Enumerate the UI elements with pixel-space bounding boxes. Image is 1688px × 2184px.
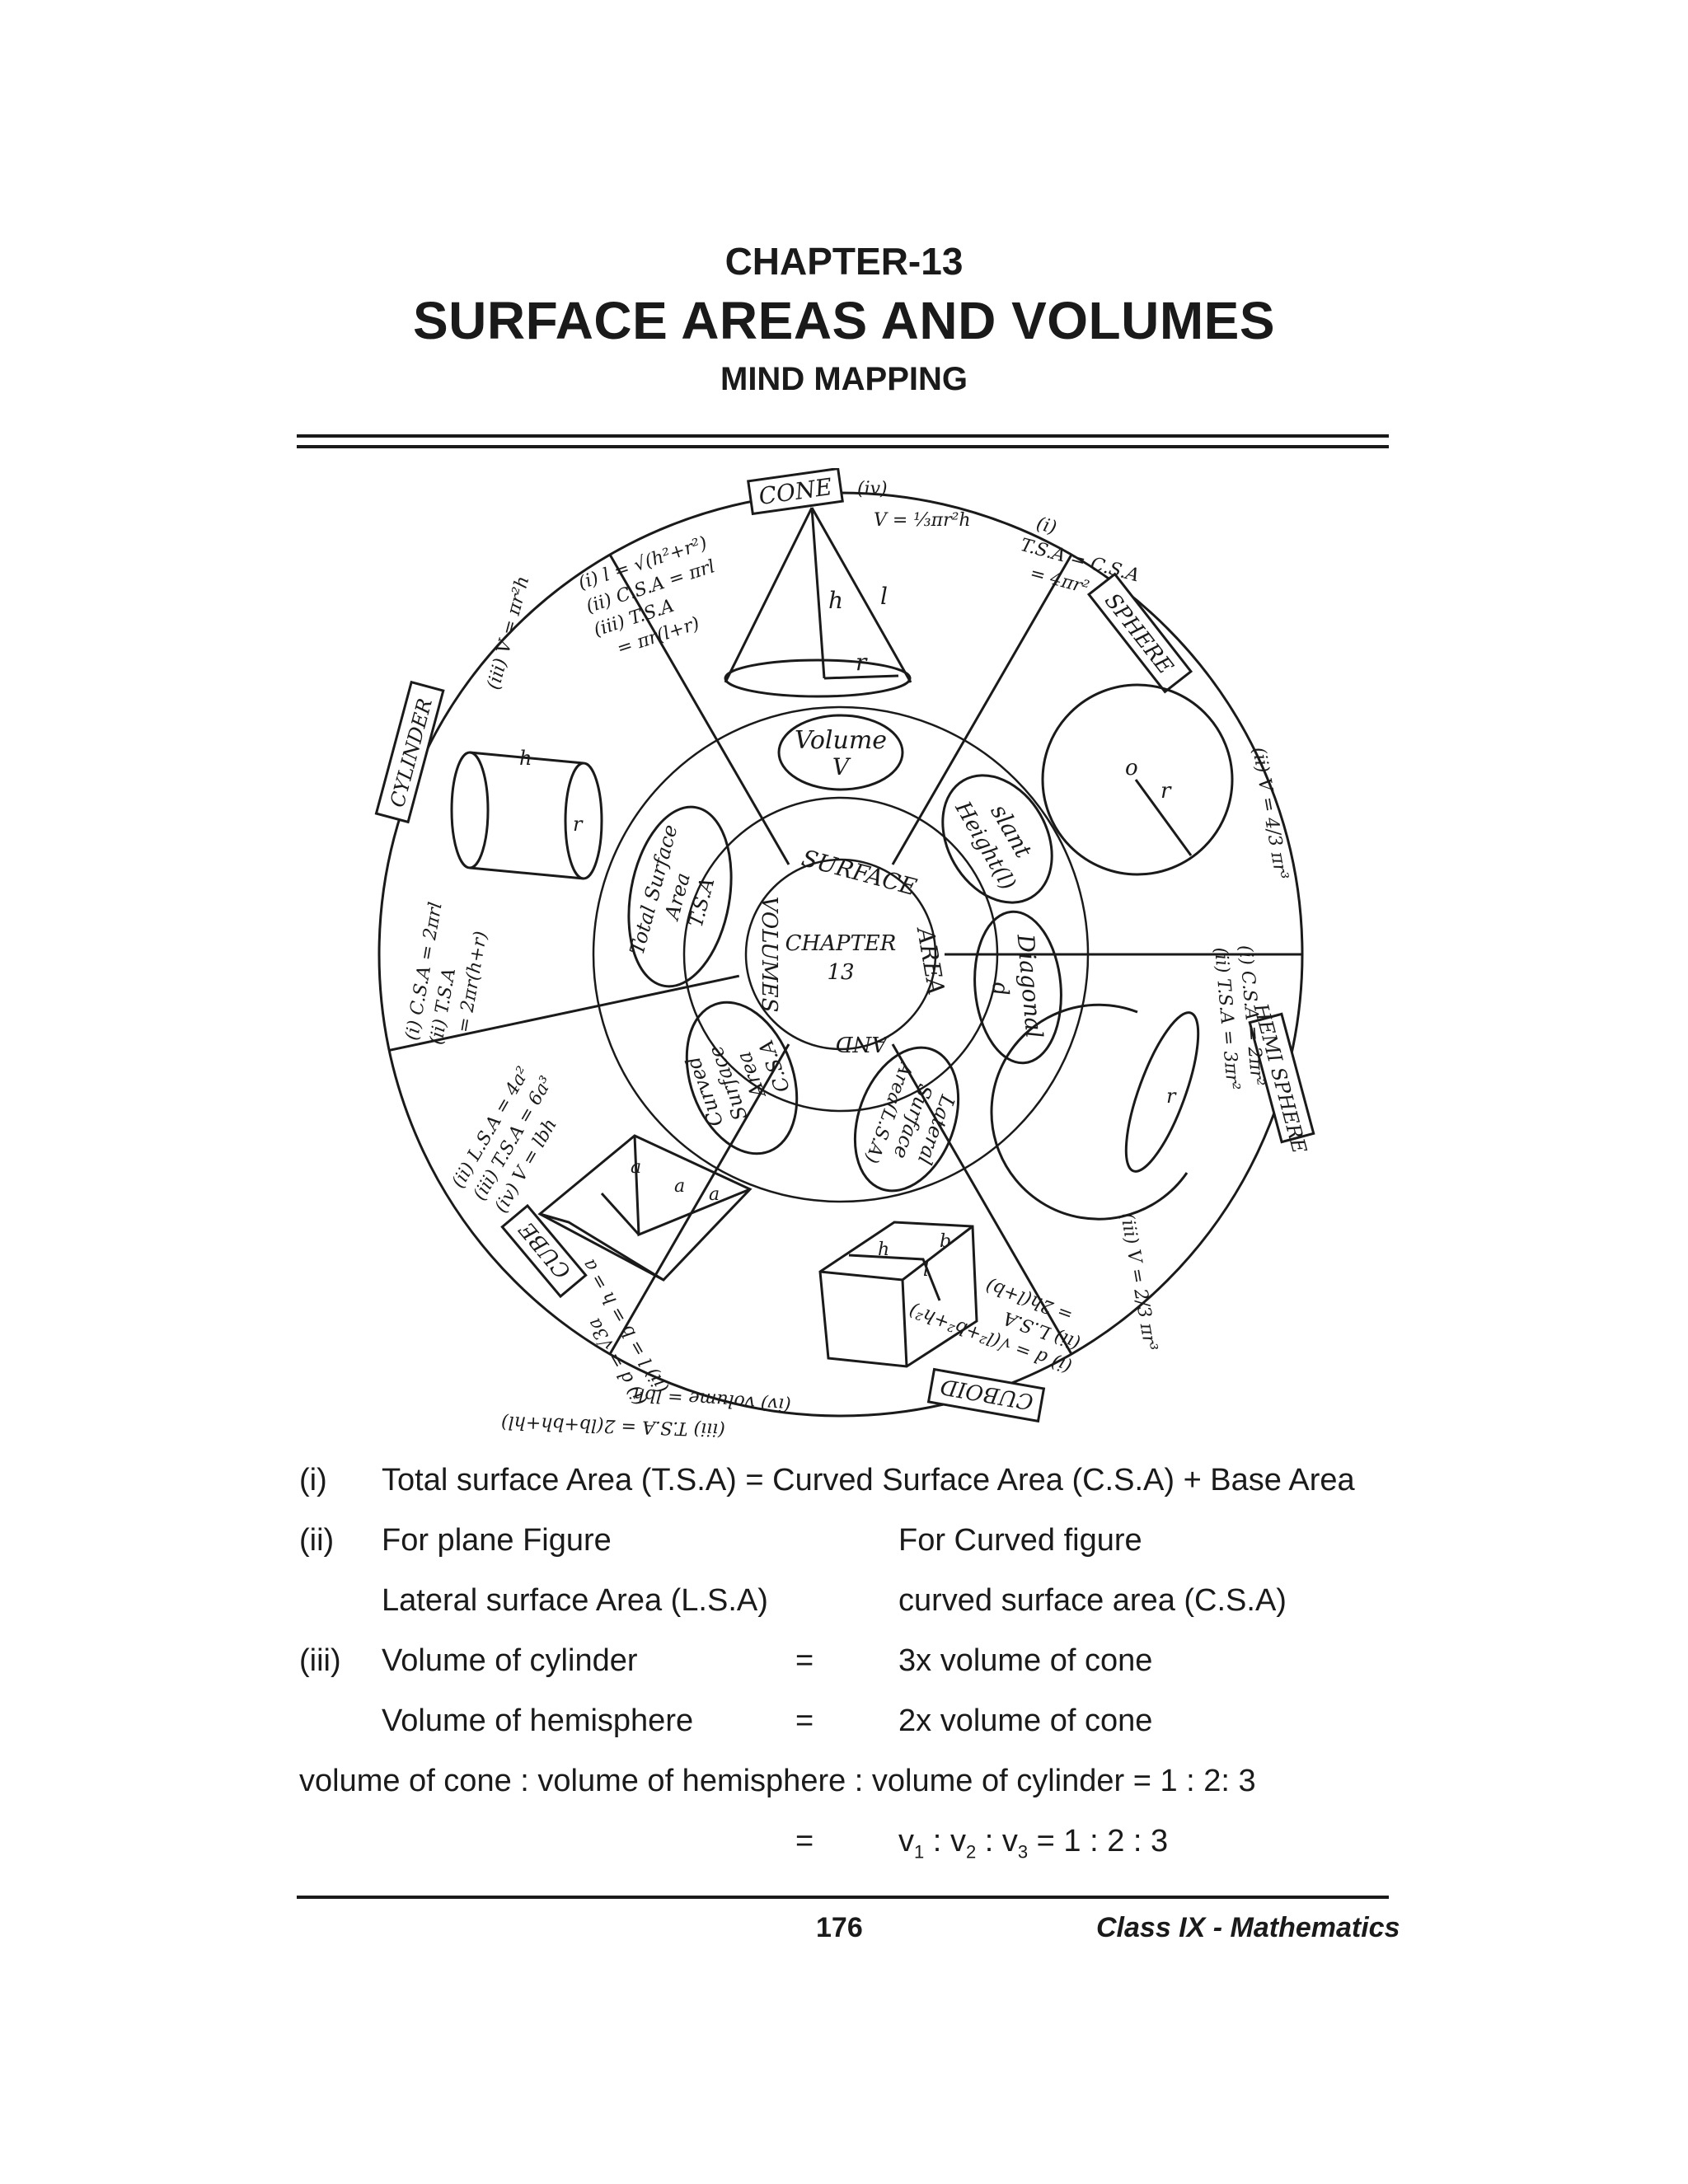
cube-label-box — [500, 1203, 588, 1299]
cuboid-mark-l: l — [923, 1260, 929, 1281]
ring-word-area: AREA — [911, 923, 950, 996]
sphere-formula-1: (i) — [1034, 513, 1059, 538]
cuboid-tsa: (iii) T.S.A = 2(lb+bh+hl) — [501, 1412, 726, 1440]
cuboid-label-box — [926, 1367, 1046, 1423]
header-rule-bottom — [297, 445, 1389, 448]
cuboid-mark-h: h — [878, 1240, 889, 1260]
cone-volume-num: (iv) — [857, 479, 888, 499]
cylinder-sector: CYLINDER h r (iii) V = πr²h (i) C.S.A = … — [374, 574, 603, 1047]
sphere-label-box — [1086, 572, 1193, 694]
note-iii-hemisphere: Volume of hemisphere — [382, 1704, 694, 1738]
note-i-text: Total surface Area (T.S.A) = Curved Surf… — [382, 1463, 1355, 1497]
center-word-13: 13 — [827, 960, 854, 985]
cube-drawing — [537, 1134, 753, 1282]
diagonal-blob — [973, 910, 1062, 1065]
page-subtitle: MIND MAPPING — [720, 361, 968, 397]
note-ii-number: (ii) — [299, 1523, 335, 1558]
hemisphere-drawing — [990, 1003, 1200, 1221]
sphere-sector: SPHERE (i) T.S.A = C.S.A = 4πr² o r (ii)… — [1018, 513, 1292, 882]
note-iii-cone-2x: 2x volume of cone — [898, 1704, 1153, 1738]
page-number: 176 — [816, 1912, 863, 1943]
footer-rule — [297, 1896, 1389, 1899]
volume-symbol: V — [832, 753, 851, 780]
note-ii-lsa: Lateral surface Area (L.S.A) — [382, 1583, 768, 1618]
sector-dividers — [388, 554, 1302, 1355]
volume-blob — [777, 714, 904, 791]
lateral-blob — [853, 1046, 960, 1193]
center-word-chapter: CHAPTER — [785, 931, 897, 956]
note-ii-csa: curved surface area (C.S.A) — [898, 1583, 1287, 1618]
page-title: SURFACE AREAS AND VOLUMES — [412, 291, 1276, 350]
note-iii-equals-2: = — [795, 1704, 814, 1738]
ring-word-surface: SURFACE — [799, 844, 920, 901]
sphere-volume: (ii) V = 4/3 πr³ — [1248, 746, 1292, 882]
hemisphere-label-box — [1248, 1012, 1315, 1144]
cuboid-drawing — [818, 1221, 978, 1368]
note-iii-cylinder: Volume of cylinder — [382, 1643, 638, 1678]
diagonal-symbol: d — [987, 981, 1012, 996]
total-blob — [627, 805, 733, 988]
cylinder-label-box — [374, 680, 445, 824]
slant-height-blob — [941, 774, 1053, 904]
hemisphere-volume: (iii) V = 2/3 πr³ — [1116, 1212, 1160, 1353]
hemisphere-mark-r: r — [1166, 1085, 1177, 1108]
cube-mark-a2: a — [674, 1176, 685, 1197]
cone-sector: CONE h l r (i) l = √(h²+r²) (ii) C.S.A =… — [576, 468, 971, 698]
note-iii-number: (iii) — [299, 1643, 341, 1678]
cube-mark-a3: a — [709, 1184, 720, 1205]
cube-mark-a1: a — [631, 1157, 641, 1178]
cylinder-volume: (iii) V = πr²h — [484, 574, 534, 691]
volume-label: Volume — [795, 726, 887, 755]
header-rule-top — [297, 434, 1389, 438]
ratio-line: volume of cone : volume of hemisphere : … — [299, 1764, 1256, 1798]
mind-map-diagram: CHAPTER 13 SURFACE AREA AND VOLUMES Volu… — [374, 468, 1315, 1440]
cylinder-drawing — [450, 751, 603, 880]
cone-drawing — [724, 507, 912, 698]
cone-volume: V = ⅓πr²h — [874, 510, 971, 531]
note-ii-plane: For plane Figure — [382, 1523, 612, 1558]
curved-blob — [685, 1001, 799, 1155]
ring-word-volumes: VOLUMES — [757, 897, 781, 1013]
footer-book-title: Class IX - Mathematics — [1096, 1912, 1400, 1943]
cone-mark-r: r — [856, 649, 868, 676]
cylinder-formula-3: = 2πr(h+r) — [453, 930, 491, 1034]
note-iii-equals-1: = — [795, 1643, 814, 1678]
note-ii-curved: For Curved figure — [898, 1523, 1142, 1558]
cylinder-mark-r: r — [573, 813, 584, 836]
sphere-drawing — [1041, 683, 1234, 876]
cuboid-mark-b: b — [940, 1231, 951, 1252]
cylinder-mark-h: h — [519, 747, 532, 770]
chapter-number: CHAPTER-13 — [724, 240, 964, 283]
cone-mark-l: l — [880, 583, 888, 610]
note-i-number: (i) — [299, 1463, 327, 1497]
center-circle — [744, 858, 937, 1051]
diagonal-label: Diagonal — [1011, 932, 1048, 1039]
cone-mark-h: h — [828, 587, 843, 614]
note-iii-cone-3x: 3x volume of cone — [898, 1643, 1153, 1678]
ratio-symbolic: v1 : v2 : v3 = 1 : 2 : 3 — [898, 1824, 1169, 1863]
cone-label-box — [747, 468, 844, 516]
ring-word-and: AND — [836, 1031, 889, 1056]
sphere-mark-o: o — [1125, 756, 1138, 780]
ratio-equals: = — [795, 1824, 814, 1858]
sphere-mark-r: r — [1160, 779, 1172, 804]
